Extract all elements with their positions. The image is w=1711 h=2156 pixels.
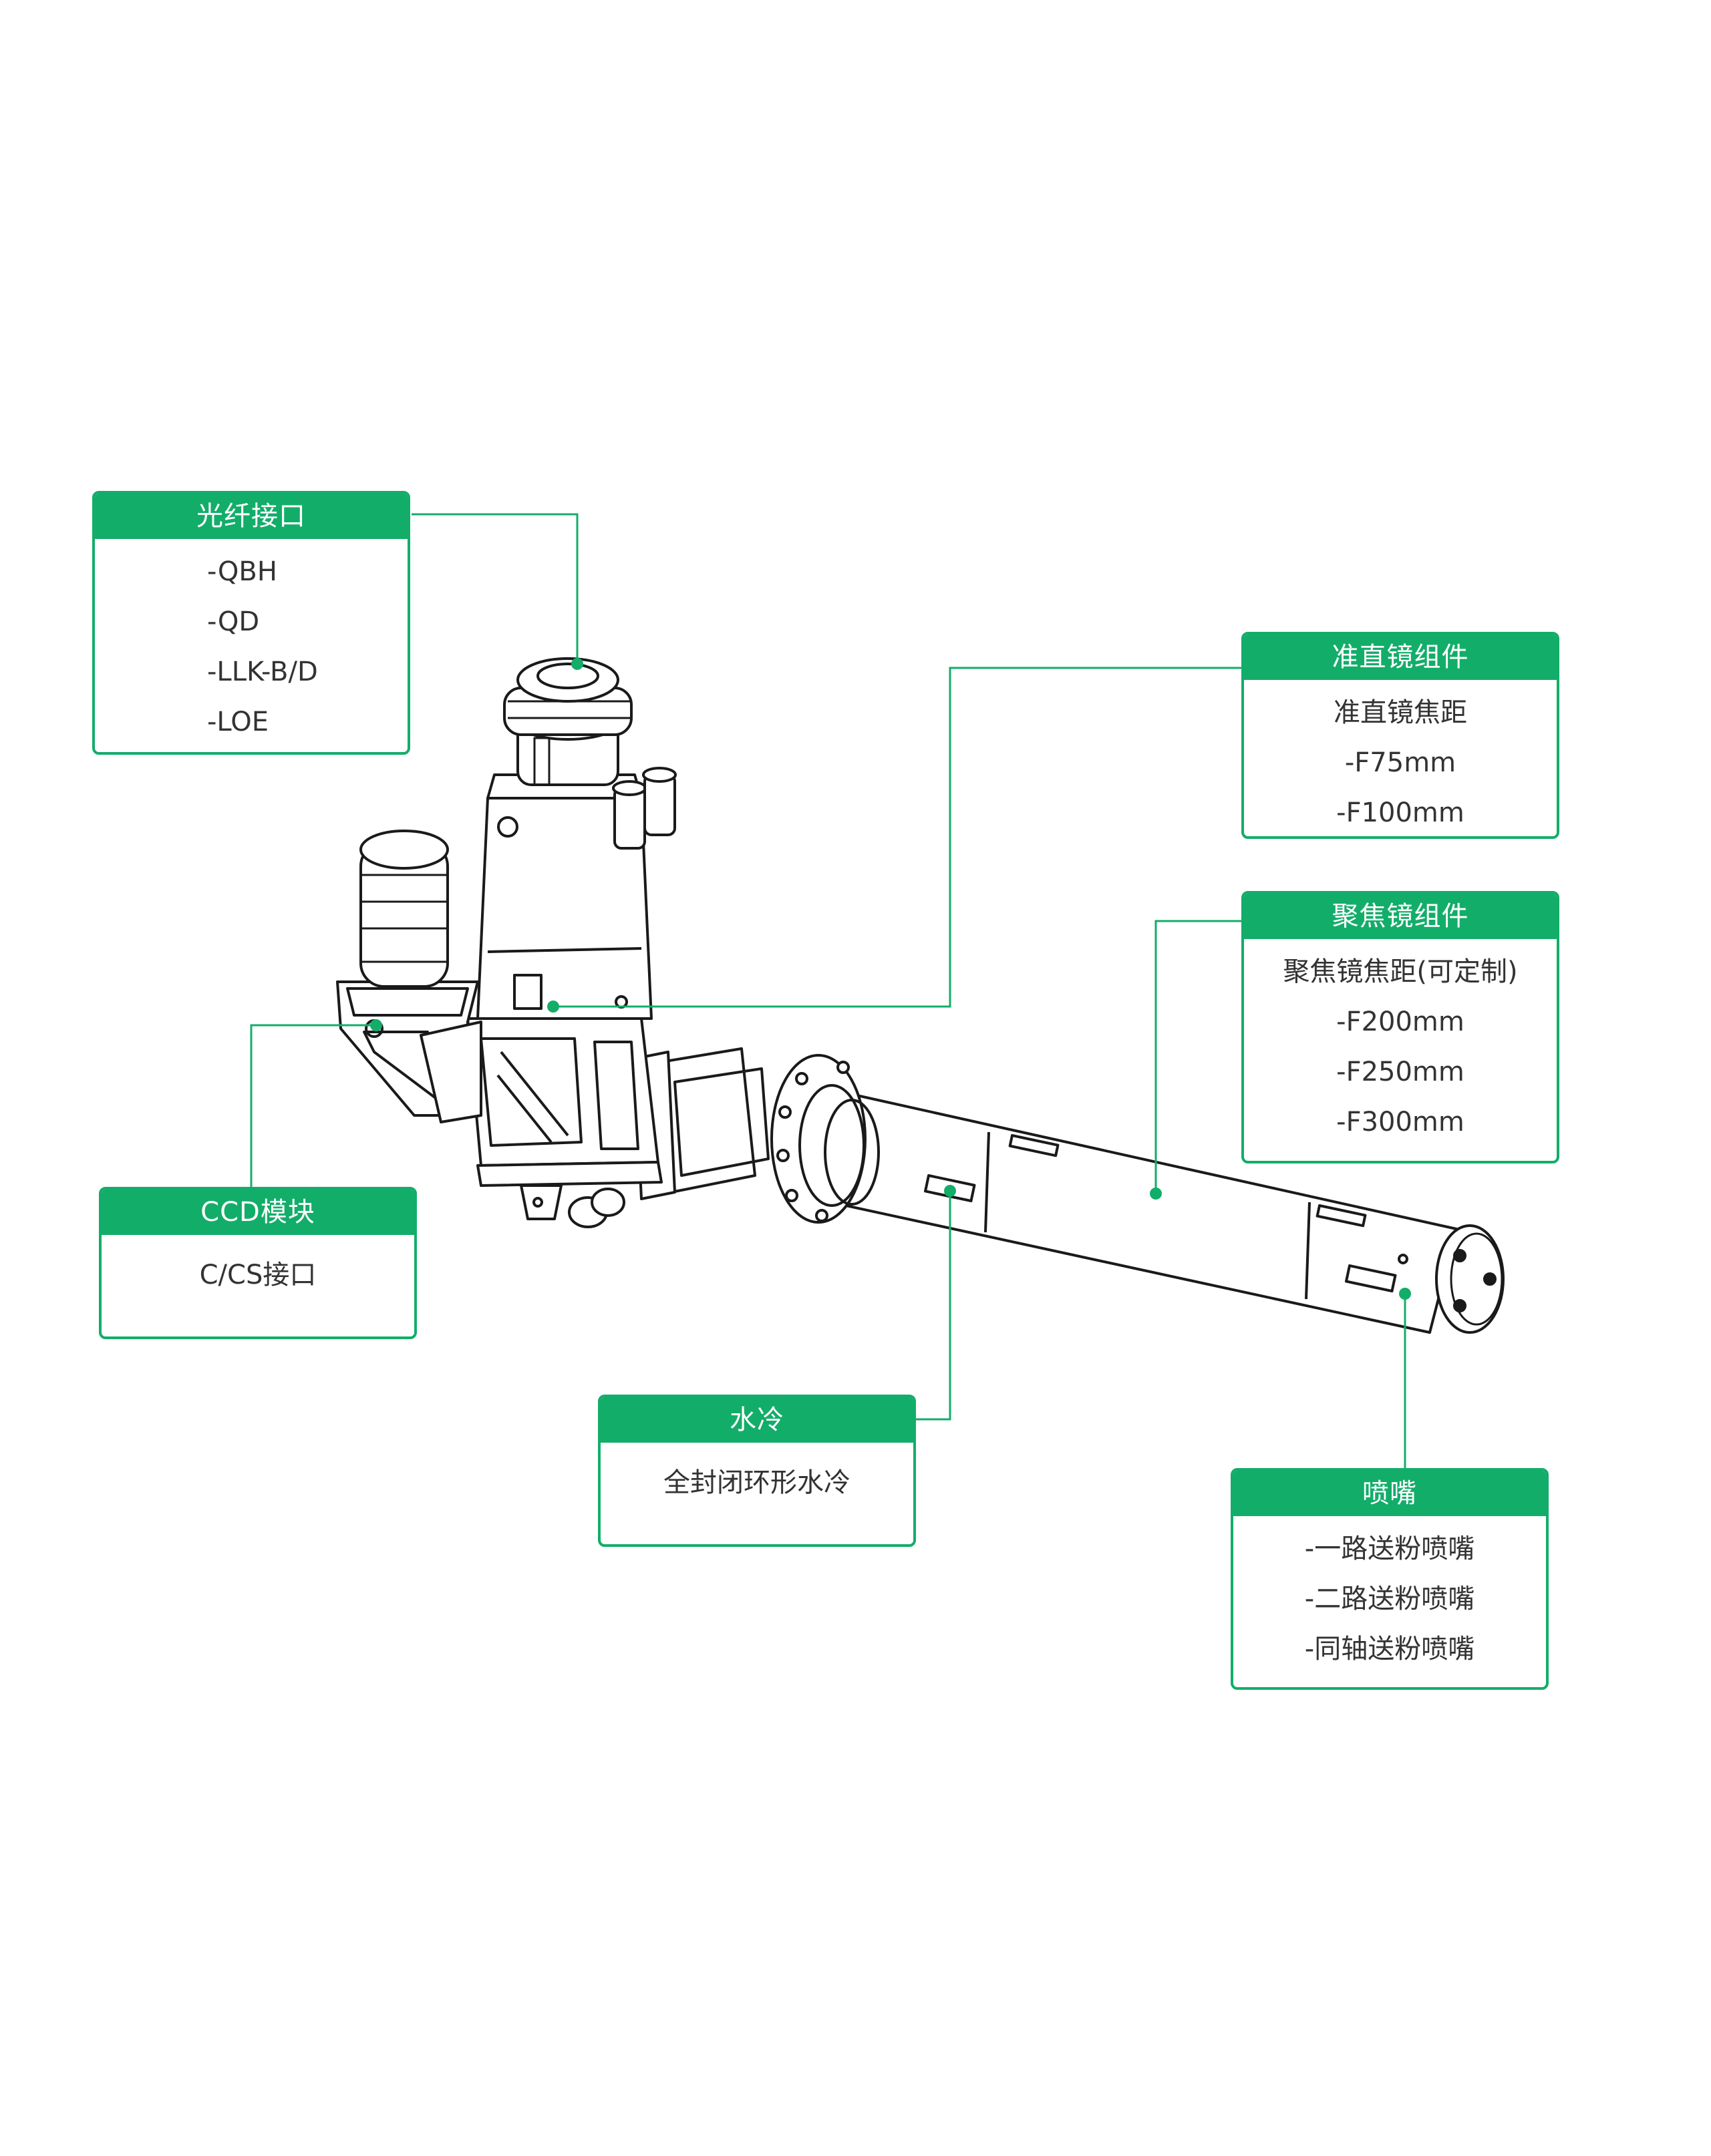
leader-water: [913, 1191, 951, 1421]
central-cube: [466, 1017, 663, 1228]
fiber-connector: [503, 657, 633, 786]
callout-item: C/CS接口: [199, 1260, 317, 1290]
leader-collimator: [553, 667, 1241, 1008]
callout-item: -二路送粉喷嘴: [1304, 1584, 1475, 1614]
callout-title: 光纤接口: [95, 494, 408, 539]
leader-ccd: [250, 1024, 376, 1187]
callout-item: -一路送粉喷嘴: [1304, 1534, 1475, 1564]
callout-title: 喷嘴: [1233, 1471, 1546, 1516]
callout-collimator: 准直镜组件 准直镜焦距 -F75mm -F100mm: [1241, 632, 1559, 839]
air-fittings: [612, 767, 677, 850]
callout-item: -LLK-B/D: [207, 657, 318, 687]
leader-dots: [370, 658, 1411, 1300]
callout-water-cooling: 水冷 全封闭环形水冷: [598, 1395, 916, 1547]
dot-ccd: [370, 1019, 382, 1031]
callout-item: -F300mm: [1336, 1107, 1464, 1137]
callout-item: -QBH: [207, 556, 277, 587]
dot-collimator: [547, 1001, 559, 1013]
callout-title: CCD模块: [102, 1190, 414, 1235]
callout-item: 聚焦镜焦距(可定制): [1283, 956, 1518, 987]
leader-lines: [250, 513, 1406, 1468]
callout-fiber-interface: 光纤接口 -QBH -QD -LLK-B/D -LOE: [92, 491, 410, 755]
dot-water: [944, 1185, 956, 1197]
callout-focus-lens: 聚焦镜组件 聚焦镜焦距(可定制) -F200mm -F250mm -F300mm: [1241, 891, 1559, 1163]
callout-item: -同轴送粉喷嘴: [1304, 1634, 1475, 1664]
callout-item: -QD: [207, 606, 260, 637]
ccd-module: [336, 830, 482, 1123]
callout-item: 全封闭环形水冷: [663, 1467, 850, 1498]
callout-item: 准直镜焦距: [1334, 697, 1467, 728]
callout-nozzle: 喷嘴 -一路送粉喷嘴 -二路送粉喷嘴 -同轴送粉喷嘴: [1231, 1468, 1549, 1690]
callout-ccd-module: CCD模块 C/CS接口: [99, 1187, 417, 1339]
callout-item: -F250mm: [1336, 1057, 1464, 1087]
dot-nozzle: [1399, 1288, 1411, 1300]
leader-focus: [1154, 920, 1241, 1194]
device-drawing: [336, 657, 1505, 1334]
callout-item: -F75mm: [1344, 747, 1456, 778]
callout-item: -F100mm: [1336, 797, 1464, 828]
dot-fiber: [571, 658, 583, 670]
callout-item: -F200mm: [1336, 1007, 1464, 1037]
callout-item: -LOE: [207, 707, 269, 737]
dot-focus: [1150, 1188, 1162, 1200]
callout-title: 准直镜组件: [1244, 635, 1557, 680]
callout-title: 聚焦镜组件: [1244, 894, 1557, 939]
callout-title: 水冷: [601, 1397, 913, 1443]
leader-fiber: [412, 513, 579, 664]
nozzle-end: [1398, 1224, 1505, 1334]
water-cooling-flange: [770, 1054, 880, 1224]
